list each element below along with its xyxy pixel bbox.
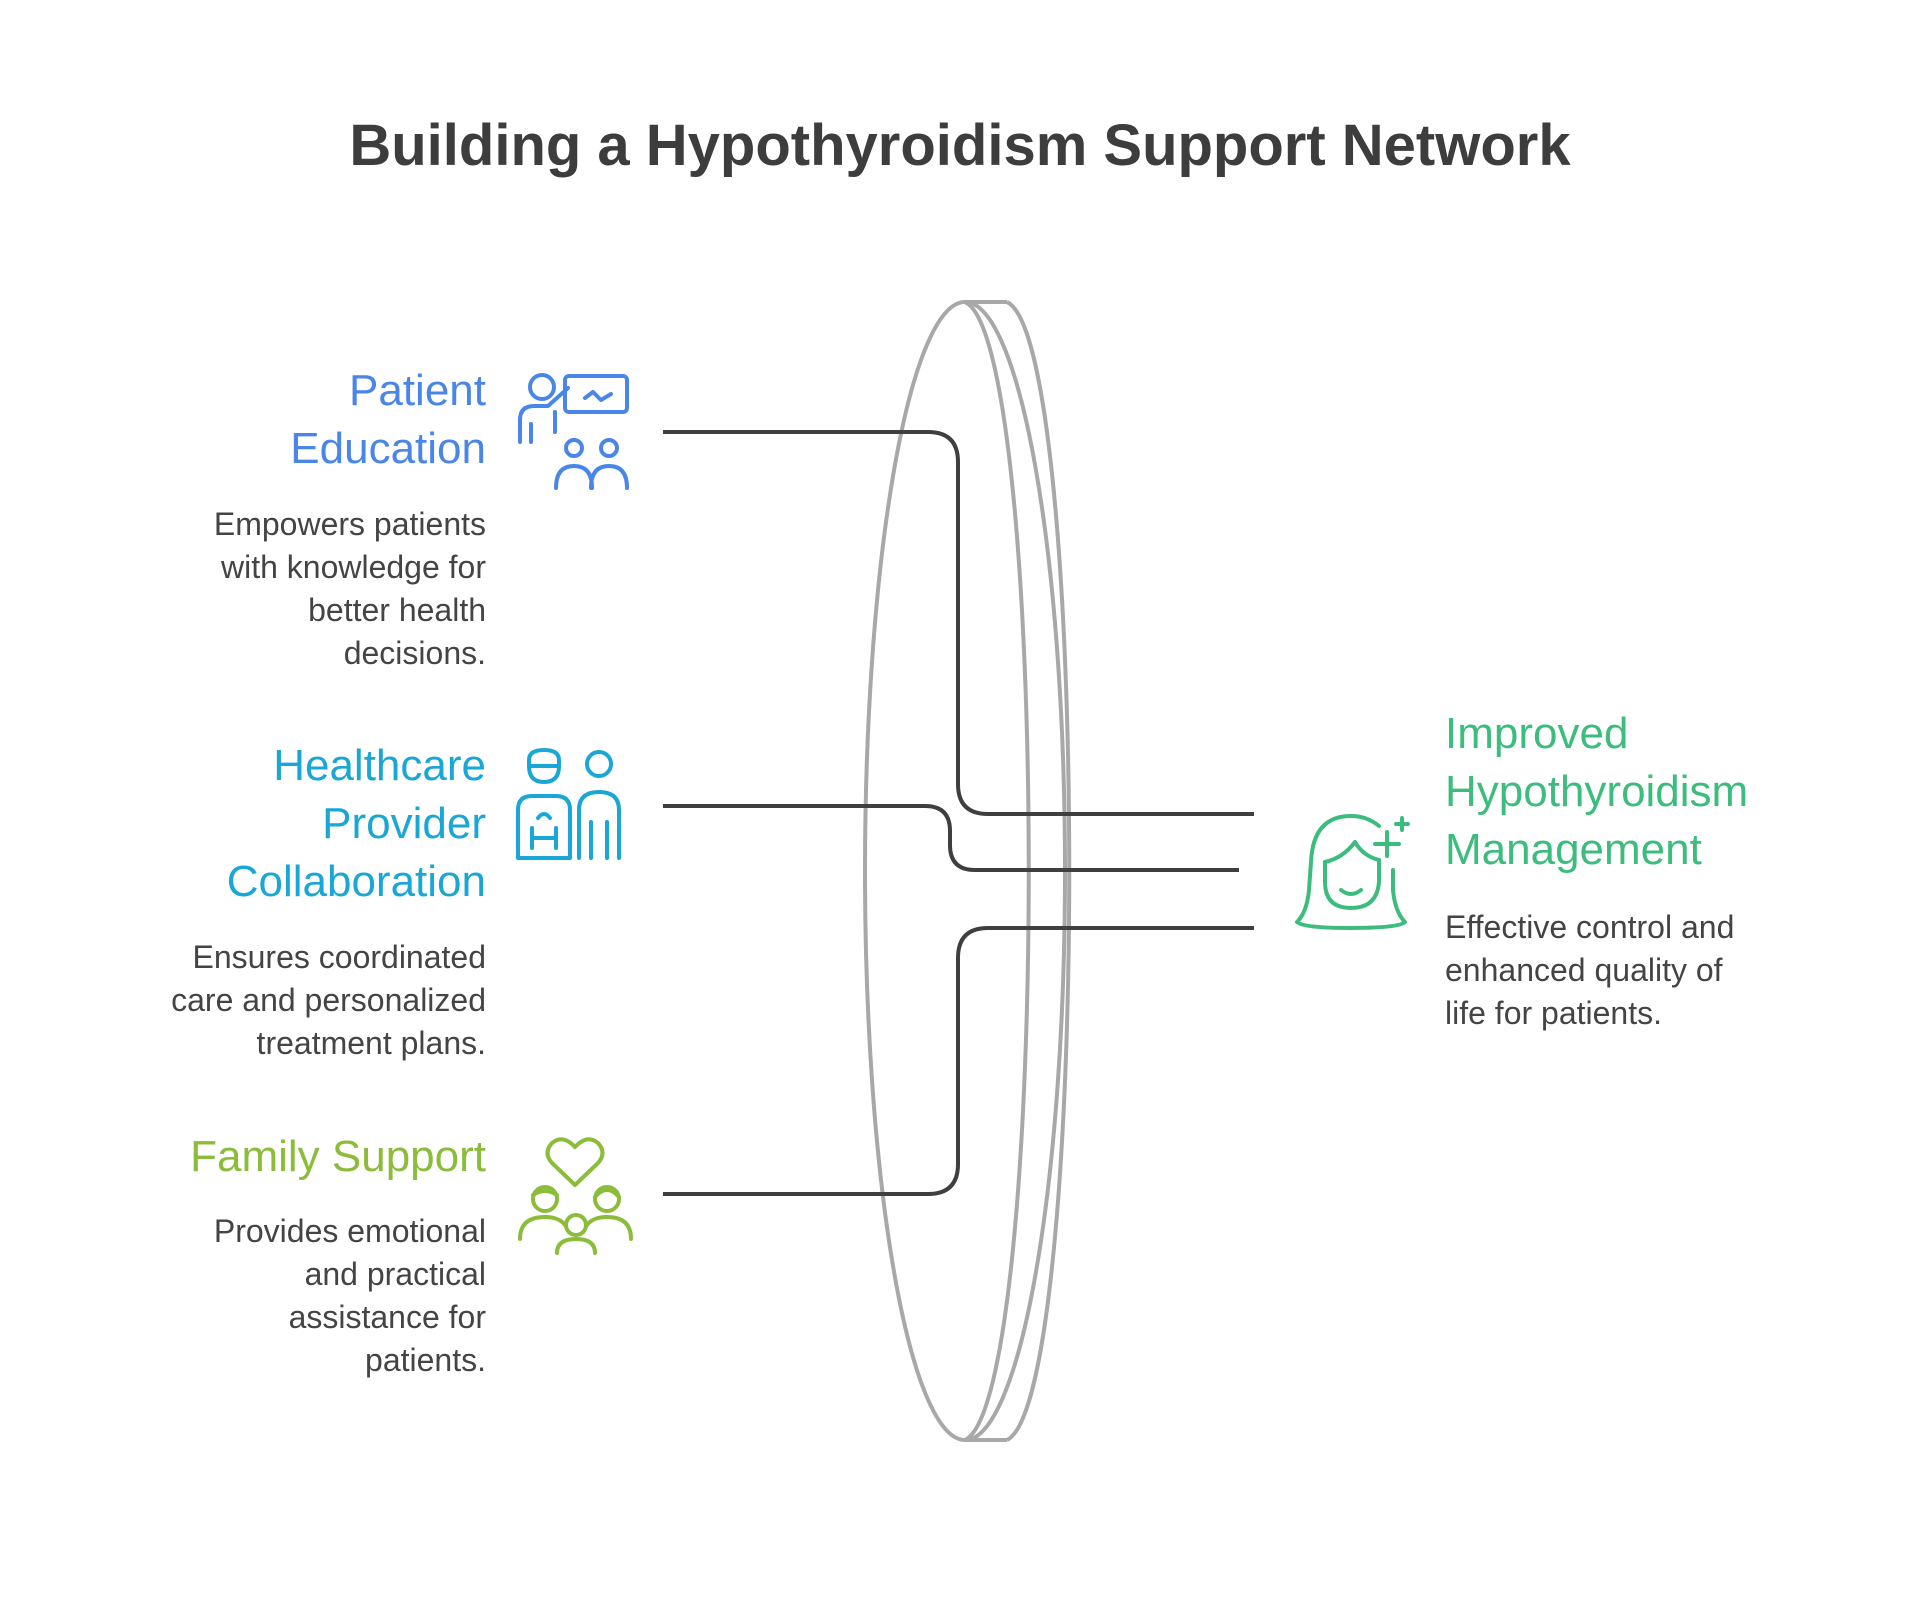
desc-line: assistance for xyxy=(288,1299,486,1335)
desc-line: life for patients. xyxy=(1445,995,1662,1031)
family-heart-icon xyxy=(518,1137,633,1255)
family-support-description: Provides emotional and practical assista… xyxy=(214,1210,486,1382)
desc-line: Provides emotional xyxy=(213,1213,486,1249)
desc-line: and practical xyxy=(304,1256,486,1292)
desc-line: Ensures coordinated xyxy=(192,939,486,975)
healthcare-collaboration-description: Ensures coordinated care and personalize… xyxy=(171,936,486,1065)
heading-line: Collaboration xyxy=(226,857,486,906)
outcome-heading: Improved Hypothyroidism Management xyxy=(1445,705,1748,879)
connector-patient-education xyxy=(663,430,1254,816)
doctor-patient-icon xyxy=(516,748,621,860)
family-support-heading: Family Support xyxy=(190,1128,486,1186)
heading-line: Hypothyroidism xyxy=(1445,767,1749,816)
connector-family-support xyxy=(663,926,1254,1196)
patient-education-heading: Patient Education xyxy=(290,362,486,478)
desc-line: Effective control and xyxy=(1445,909,1735,945)
heading-line: Healthcare xyxy=(273,741,486,790)
page-title: Building a Hypothyroidism Support Networ… xyxy=(349,113,1571,178)
desc-line: patients. xyxy=(365,1342,486,1378)
desc-line: treatment plans. xyxy=(256,1025,486,1061)
desc-line: with knowledge for xyxy=(220,549,486,585)
healthcare-collaboration-heading: Healthcare Provider Collaboration xyxy=(227,737,486,911)
desc-line: care and personalized xyxy=(171,982,486,1018)
outcome-description: Effective control and enhanced quality o… xyxy=(1445,906,1734,1035)
heading-line: Provider xyxy=(322,799,486,848)
heading-line: Family Support xyxy=(190,1132,486,1181)
heading-line: Patient xyxy=(349,366,486,415)
teacher-students-icon xyxy=(518,373,629,490)
patient-education-description: Empowers patients with knowledge for bet… xyxy=(214,503,486,675)
connector-healthcare-collaboration xyxy=(663,804,1239,872)
heading-line: Education xyxy=(290,424,486,473)
heading-line: Improved xyxy=(1445,709,1629,758)
desc-line: enhanced quality of xyxy=(1445,952,1723,988)
happy-woman-icon xyxy=(1295,814,1410,930)
desc-line: better health xyxy=(308,592,486,628)
heading-line: Management xyxy=(1445,825,1702,874)
desc-line: decisions. xyxy=(343,635,486,671)
desc-line: Empowers patients xyxy=(213,506,486,542)
